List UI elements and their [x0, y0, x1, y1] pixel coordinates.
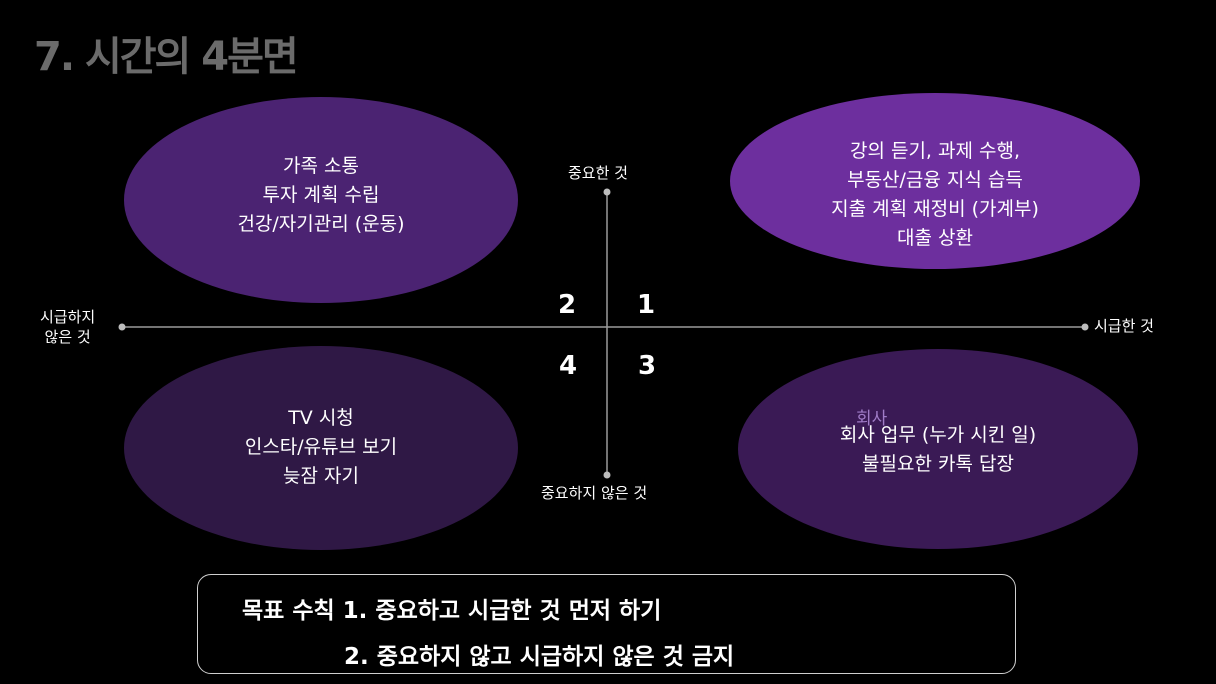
quadrant-1-line: 지출 계획 재정비 (가계부) — [831, 198, 1039, 220]
quadrant-3-line: 회사 업무 (누가 시킨 일) — [839, 424, 1037, 446]
quadrant-3-overlay-text: 회사 — [856, 409, 888, 429]
quadrant-1-ellipse: 강의 듣기, 과제 수행, 부동산/금융 지식 습득 지출 계획 재정비 (가계… — [730, 93, 1140, 269]
quadrant-4-ellipse: TV 시청 인스타/유튜브 보기 늦잠 자기 — [124, 346, 518, 550]
quadrant-number-4: 4 — [559, 351, 578, 381]
quadrant-4-line: 인스타/유튜브 보기 — [244, 436, 398, 458]
quadrant-3-line: 불필요한 카톡 답장 — [862, 453, 1014, 475]
axis-label-left-line2: 않은 것 — [44, 328, 91, 346]
quadrant-number-1: 1 — [637, 290, 656, 320]
axis-endpoint-left — [118, 323, 126, 331]
axis-label-left-line1: 시급하지 — [40, 308, 96, 326]
quadrant-2-ellipse: 가족 소통 투자 계획 수립 건강/자기관리 (운동) — [124, 97, 518, 303]
axis-label-right: 시급한 것 — [1094, 317, 1154, 335]
quadrant-2-text: 가족 소통 투자 계획 수립 건강/자기관리 (운동) — [124, 152, 518, 239]
quadrant-3-ellipse: 회사 회사 업무 (누가 시킨 일) 불필요한 카톡 답장 — [738, 349, 1138, 549]
quadrant-4-text: TV 시청 인스타/유튜브 보기 늦잠 자기 — [124, 404, 518, 491]
quadrant-2-line: 건강/자기관리 (운동) — [237, 213, 405, 235]
quadrant-number-2: 2 — [558, 290, 577, 320]
quadrant-1-line: 강의 듣기, 과제 수행, — [849, 140, 1021, 162]
axis-label-left: 시급하지 않은 것 — [40, 307, 95, 347]
quadrant-1-text: 강의 듣기, 과제 수행, 부동산/금융 지식 습득 지출 계획 재정비 (가계… — [730, 137, 1140, 253]
page-title: 7. 시간의 4분면 — [34, 34, 299, 80]
axis-endpoint-right — [1081, 323, 1089, 331]
quadrant-number-3: 3 — [638, 351, 657, 381]
quadrant-3-text: 회사 업무 (누가 시킨 일) 불필요한 카톡 답장 — [738, 421, 1138, 479]
goal-box: 목표 수칙 1. 중요하고 시급한 것 먼저 하기 2. 중요하지 않고 시급하… — [197, 574, 1016, 674]
axis-endpoint-top — [603, 188, 611, 196]
quadrant-1-line: 대출 상환 — [897, 227, 973, 249]
quadrant-1-line: 부동산/금융 지식 습득 — [847, 169, 1023, 191]
quadrant-2-line: 가족 소통 — [283, 155, 359, 177]
quadrant-4-line: 늦잠 자기 — [283, 465, 359, 487]
quadrant-4-line: TV 시청 — [288, 407, 354, 429]
goal-line-2: 2. 중요하지 않고 시급하지 않은 것 금지 — [344, 644, 735, 670]
axis-endpoint-bottom — [603, 471, 611, 479]
axis-label-top: 중요한 것 — [568, 164, 628, 182]
axis-label-bottom: 중요하지 않은 것 — [541, 484, 648, 502]
quadrant-2-line: 투자 계획 수립 — [262, 184, 380, 206]
goal-line-1: 목표 수칙 1. 중요하고 시급한 것 먼저 하기 — [242, 598, 662, 624]
